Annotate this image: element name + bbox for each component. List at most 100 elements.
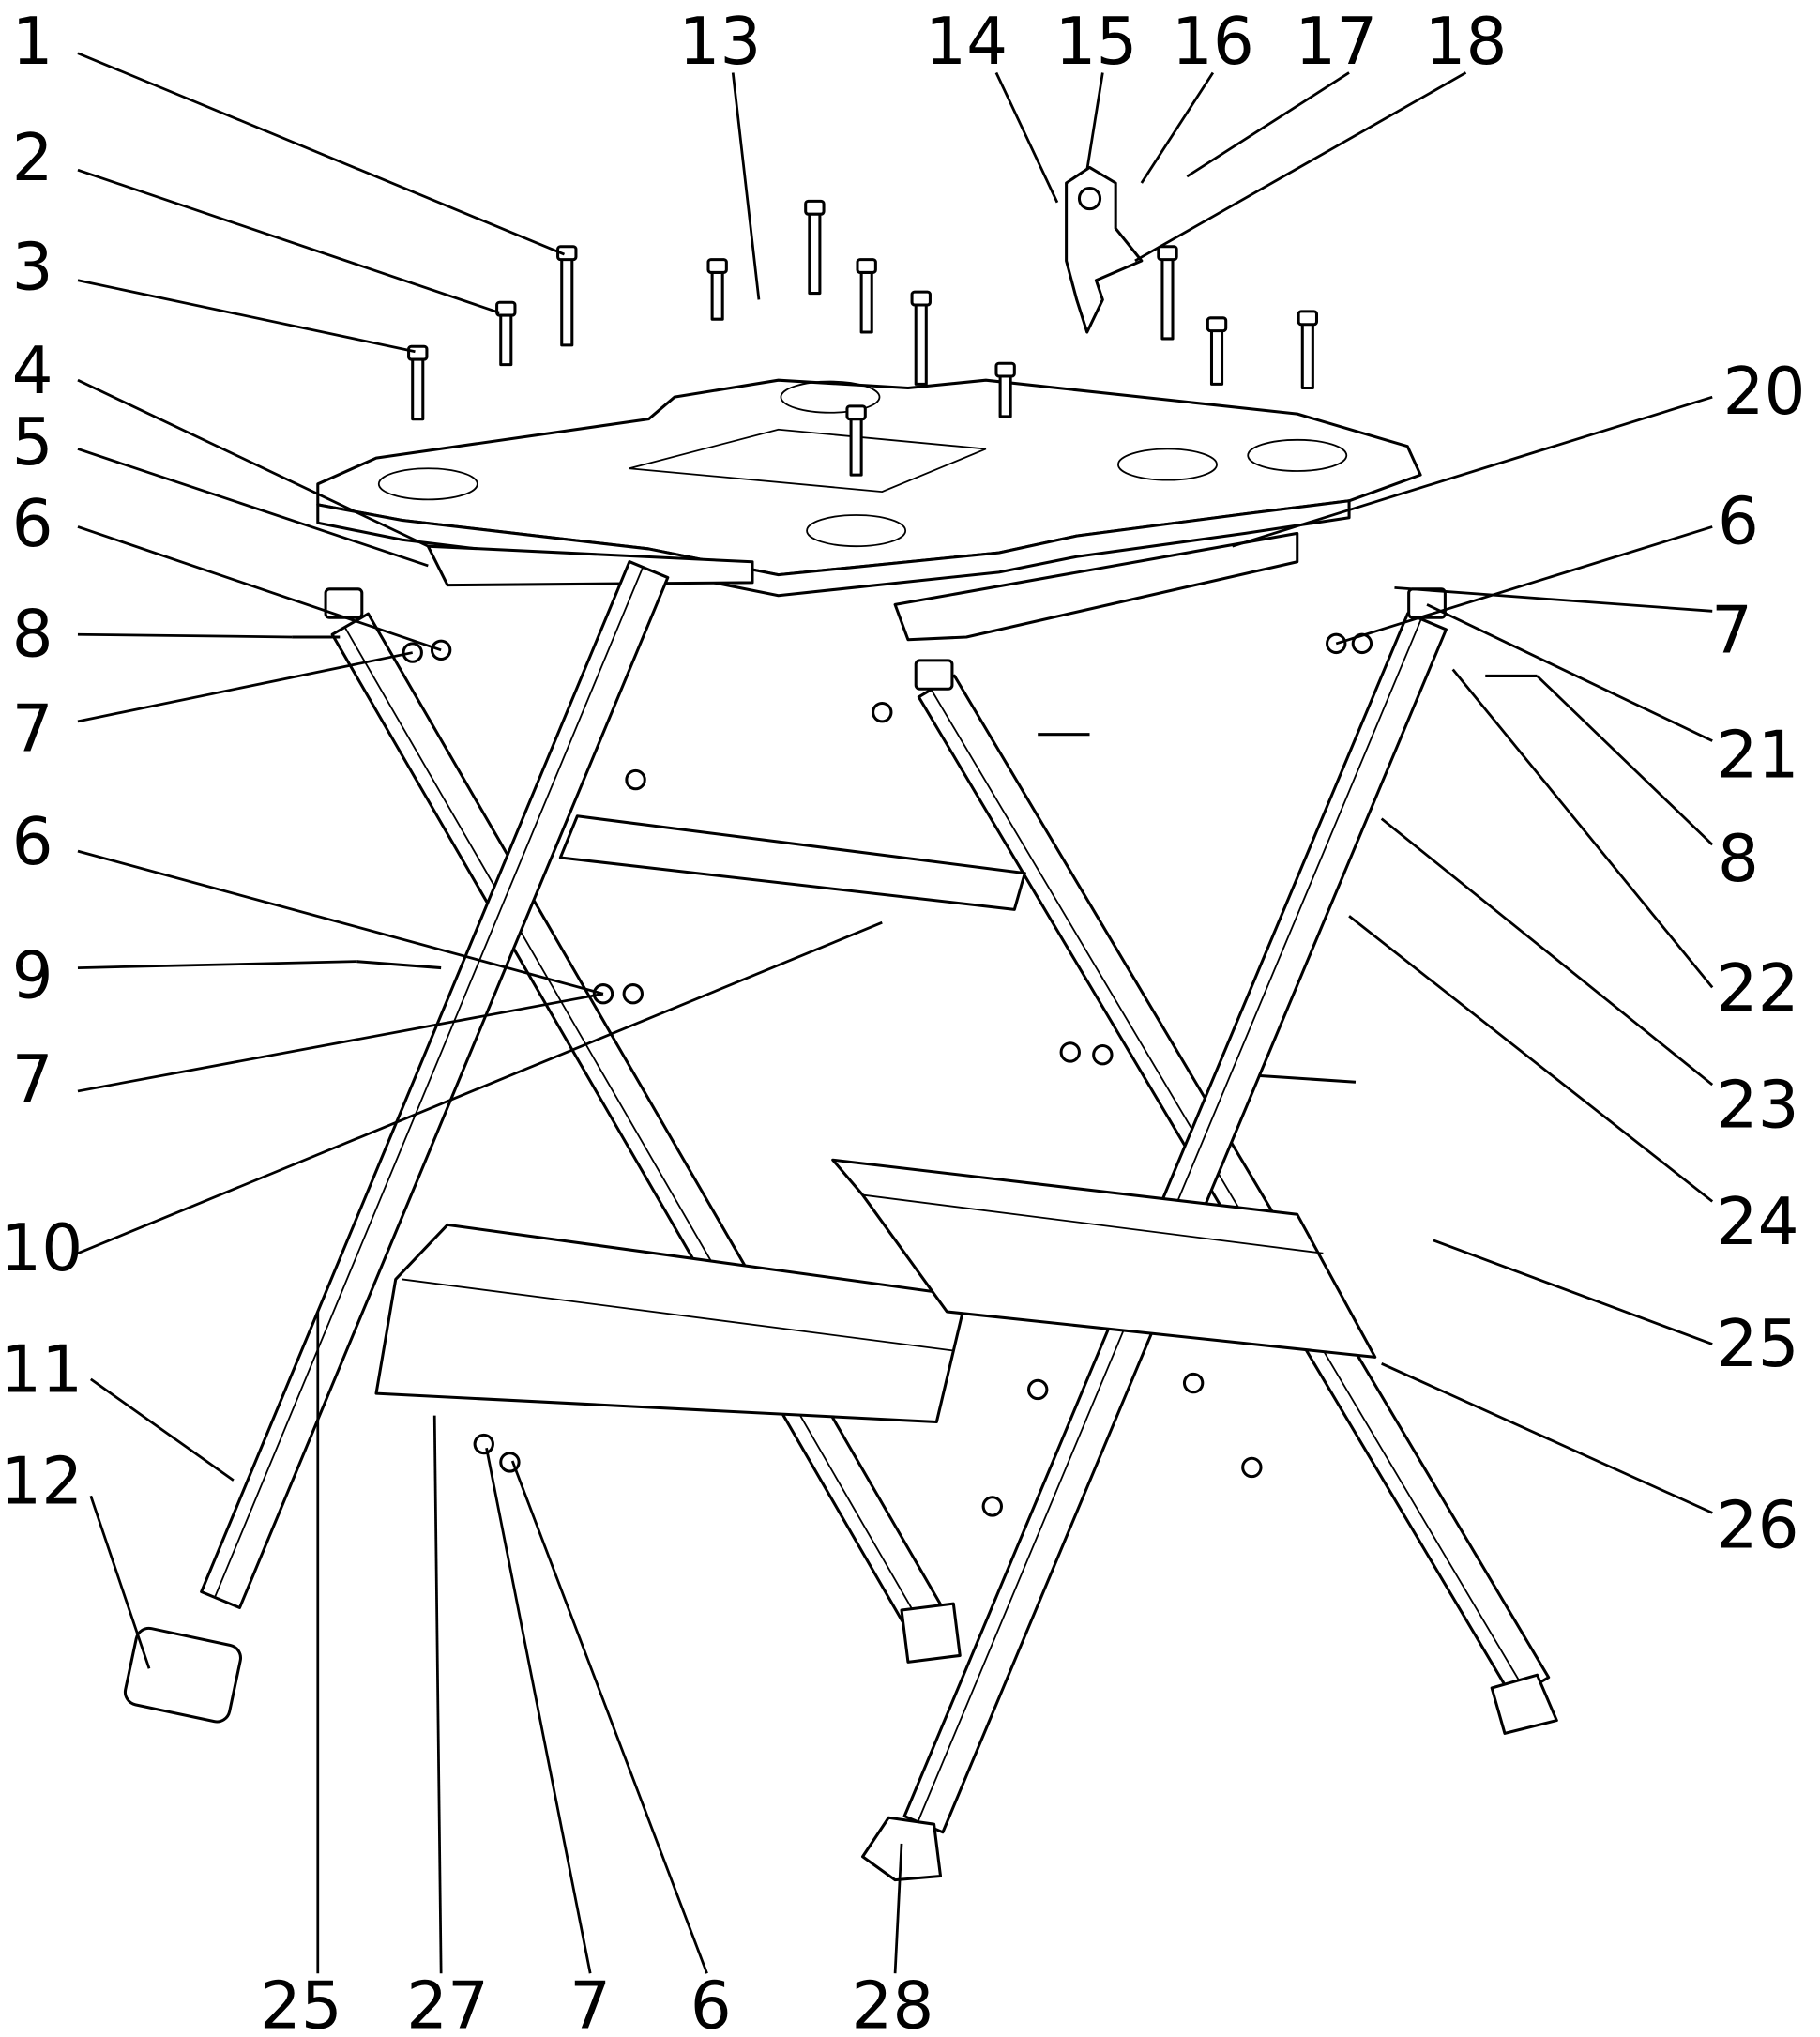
part-label: 26 [1717, 1489, 1799, 1564]
leader-line [1381, 1362, 1713, 1514]
adjustable-foot-12 [123, 1626, 242, 1724]
leader-line [77, 960, 357, 969]
right-bracket [893, 531, 1299, 642]
part-label: 21 [1717, 718, 1799, 793]
leader-line [77, 168, 500, 314]
bolt-head [845, 404, 867, 421]
leader-line [485, 1447, 592, 1974]
nut [1027, 1378, 1049, 1401]
leg-edge [214, 567, 645, 1598]
leader-line [77, 378, 429, 548]
part-label: 6 [12, 805, 53, 880]
feet [123, 1602, 1558, 1882]
leader-line [1134, 71, 1467, 263]
leader-line [1335, 525, 1713, 646]
left-bracket [426, 544, 754, 587]
leader-line [1426, 603, 1713, 742]
part-label: 11 [0, 1333, 83, 1408]
bolt [499, 308, 513, 367]
part-label: 6 [12, 487, 53, 562]
tool-hole [806, 514, 907, 548]
leader-line [89, 1495, 151, 1669]
leg-cap [914, 659, 954, 691]
bolt [411, 353, 425, 421]
shelves [374, 814, 1377, 1424]
part-label: 28 [851, 1969, 933, 2037]
leader-line [77, 52, 566, 256]
part-label: 7 [12, 692, 53, 768]
part-label: 3 [12, 230, 53, 305]
shelf-rib [862, 1193, 1324, 1254]
leader-line [1394, 586, 1713, 613]
part-label: 20 [1723, 355, 1806, 430]
leader-line [77, 992, 604, 1093]
nut [1241, 1456, 1263, 1479]
upper-cross-brace [558, 814, 1026, 911]
bolt [1300, 317, 1314, 390]
nut [1092, 1044, 1114, 1066]
bolt-head [1157, 245, 1178, 262]
hinge-plate-15 [1065, 165, 1144, 334]
bolt-head [407, 344, 429, 361]
part-label: 17 [1295, 5, 1377, 80]
bolt [998, 369, 1012, 418]
part-label: 1 [12, 5, 53, 80]
part-label: 10 [0, 1211, 83, 1286]
shelf-rib [402, 1278, 954, 1352]
part-label: 14 [925, 5, 1008, 80]
leader-line [1085, 72, 1104, 171]
part-label: 23 [1717, 1069, 1799, 1144]
tool-hole [1117, 448, 1218, 481]
nut [1182, 1372, 1205, 1394]
bolt [1160, 252, 1175, 341]
bolt [560, 252, 574, 347]
leader-line [77, 651, 413, 723]
bolt-head [910, 290, 932, 307]
part-label: 25 [1717, 1307, 1799, 1382]
bolt [914, 297, 928, 386]
leader-line [1451, 668, 1714, 989]
nut [473, 1433, 494, 1455]
leader-line [1186, 71, 1350, 178]
leader-line [994, 71, 1059, 204]
leader-line [1232, 395, 1713, 548]
leader-lines [77, 52, 1714, 1974]
leg-edge [930, 689, 1526, 1692]
leader-line [77, 849, 604, 996]
leader-line [432, 1415, 443, 1974]
leader-line [89, 1377, 235, 1482]
leader-line [1348, 915, 1714, 1203]
part-label: 6 [1718, 484, 1759, 559]
leader-line [1380, 817, 1714, 1087]
part-label: 4 [12, 334, 53, 409]
part-label: 22 [1717, 951, 1799, 1026]
part-label: 24 [1717, 1185, 1799, 1260]
bolt [356, 960, 442, 970]
leader-line [1433, 1239, 1713, 1345]
leg-cap [1407, 587, 1447, 619]
leader-line [893, 1843, 903, 1974]
leader-line [77, 632, 293, 639]
tabletop-center-opening [629, 428, 987, 494]
bolt [849, 412, 863, 477]
part-label: 15 [1054, 5, 1137, 80]
bolt-head [856, 258, 877, 274]
leader-line [77, 448, 429, 568]
nut [981, 1496, 1004, 1517]
bolt-head [495, 300, 517, 317]
part-label: 12 [0, 1445, 83, 1520]
leader-line [77, 525, 442, 652]
part-label: 16 [1172, 5, 1254, 80]
bolt [859, 266, 873, 334]
leader-line [77, 279, 416, 354]
right-shelf [831, 1158, 1377, 1359]
part-label: 6 [690, 1969, 732, 2037]
part-label: 8 [1718, 822, 1759, 897]
bolt-head [994, 361, 1016, 378]
part-label: 2 [12, 121, 53, 196]
tool-hole [377, 467, 478, 501]
bolt-head [706, 258, 728, 274]
part-label: 5 [12, 405, 53, 480]
